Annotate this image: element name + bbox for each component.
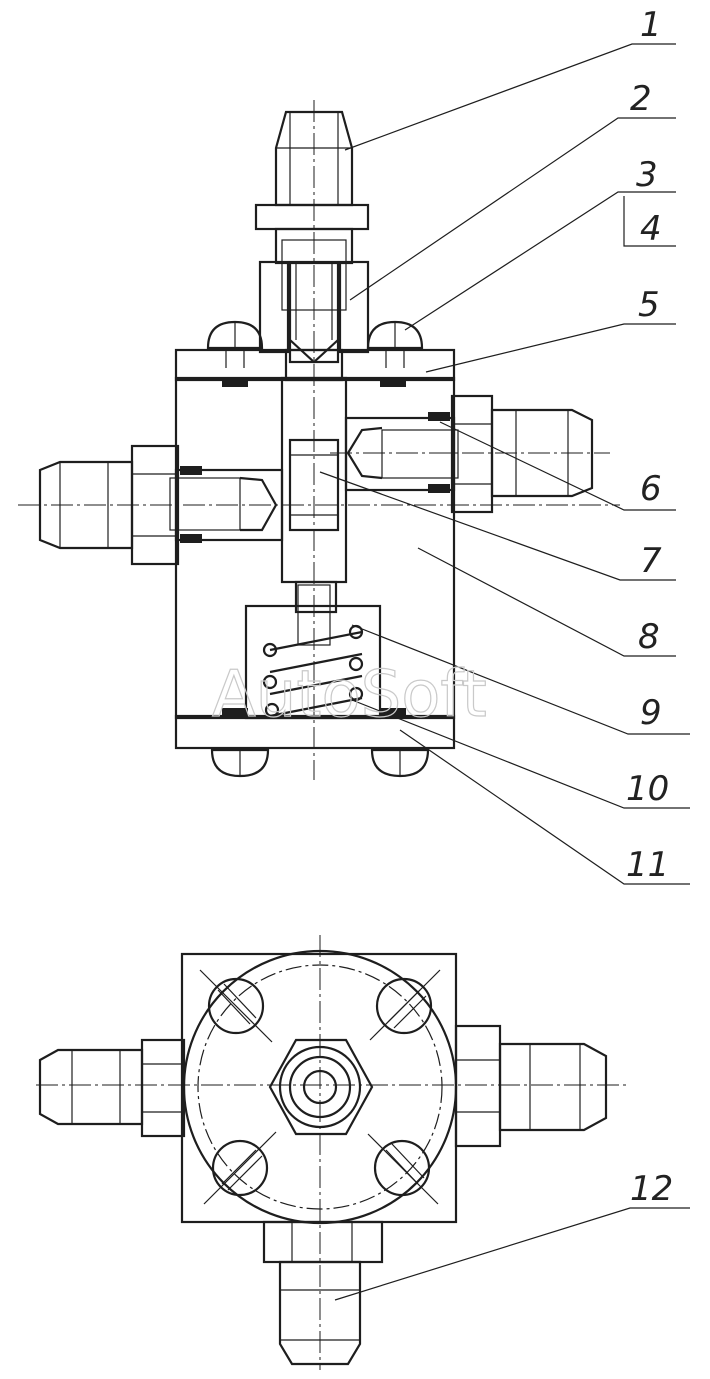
callout-12: 12 [630,1169,673,1209]
watermark-text: AutoSoft [212,658,487,732]
top-view-left-fitting [38,1038,186,1138]
valve-body [174,376,456,720]
cover-screw-bl [203,1131,277,1205]
seal-rings [180,378,450,717]
callout-10: 10 [626,769,669,809]
callout-leaders [319,43,690,1301]
callout-5: 5 [638,285,660,325]
callout-8: 8 [638,617,660,657]
central-hex-nut [268,1038,374,1136]
left-fitting [38,444,278,566]
callout-9: 9 [640,693,662,733]
bottom-cover [174,714,456,750]
top-view [36,935,626,1370]
callout-4: 4 [640,209,662,249]
callout-7: 7 [640,541,662,581]
callout-11: 11 [626,845,669,885]
callout-3: 3 [636,155,658,195]
top-view-bottom-fitting [262,1220,384,1366]
callout-2: 2 [630,79,652,119]
top-screw-left [206,320,264,368]
plunger [288,438,340,646]
bottom-screw-left [210,748,270,778]
top-screw-right [366,320,424,368]
callout-6: 6 [640,469,662,509]
top-view-right-fitting [454,1024,608,1148]
callout-1: 1 [640,5,662,45]
cover-screw-br [367,1133,439,1205]
cover-screw-tl [199,969,273,1043]
cover-screw-tr [369,969,441,1041]
bottom-screw-right [370,748,430,778]
callout-labels: 1 2 3 4 5 6 7 8 9 10 11 12 [626,5,673,1209]
right-fitting [346,394,594,514]
top-fitting [254,110,370,364]
section-view [18,100,620,780]
